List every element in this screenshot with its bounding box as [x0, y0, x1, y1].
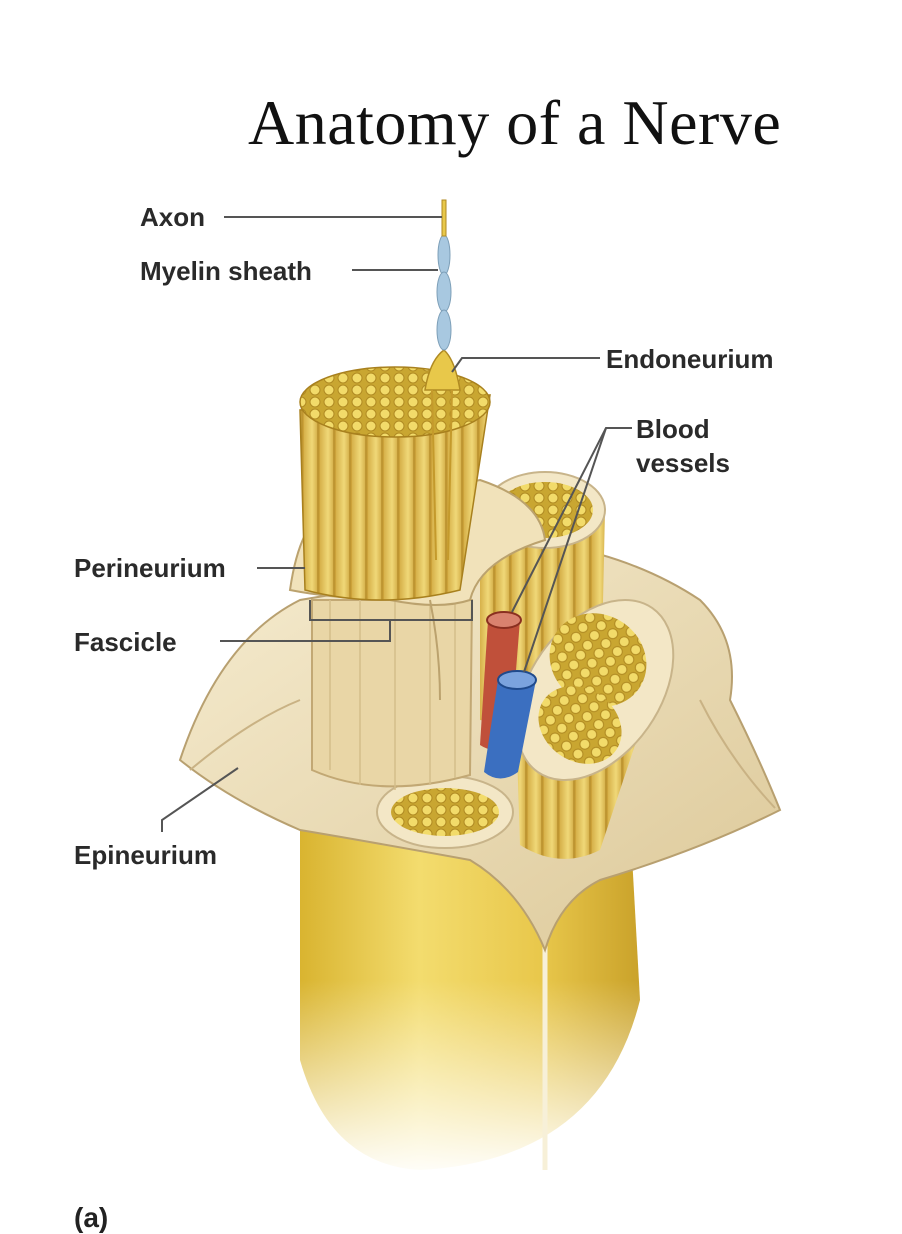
label-fascicle: Fascicle [74, 627, 177, 657]
fascicle-small-bottom [376, 775, 514, 849]
label-epineurium: Epineurium [74, 840, 218, 870]
label-endoneurium: Endoneurium [606, 344, 774, 374]
endoneurium-leader [451, 357, 600, 373]
fascicle-right [515, 598, 675, 859]
page-title: Anatomy of a Nerve [248, 87, 782, 158]
label-blood-vessels-line1: Blood [636, 414, 710, 444]
label-axon: Axon [140, 202, 205, 232]
fiber-bundle-top [299, 366, 491, 601]
label-perineurium: Perineurium [74, 553, 226, 583]
fascicle-leader [220, 620, 391, 642]
label-blood-vessels-line2: vessels [636, 448, 730, 478]
label-myelin-sheath: Myelin sheath [140, 256, 312, 286]
epineurium-leader [161, 767, 239, 832]
blood-vessel-leader-2 [523, 427, 607, 673]
axon-with-myelin [424, 199, 461, 561]
panel-label: (a) [74, 1202, 109, 1233]
fascicle-front [311, 599, 474, 790]
blood-vessels [480, 611, 537, 779]
leader-lines [161, 216, 632, 832]
